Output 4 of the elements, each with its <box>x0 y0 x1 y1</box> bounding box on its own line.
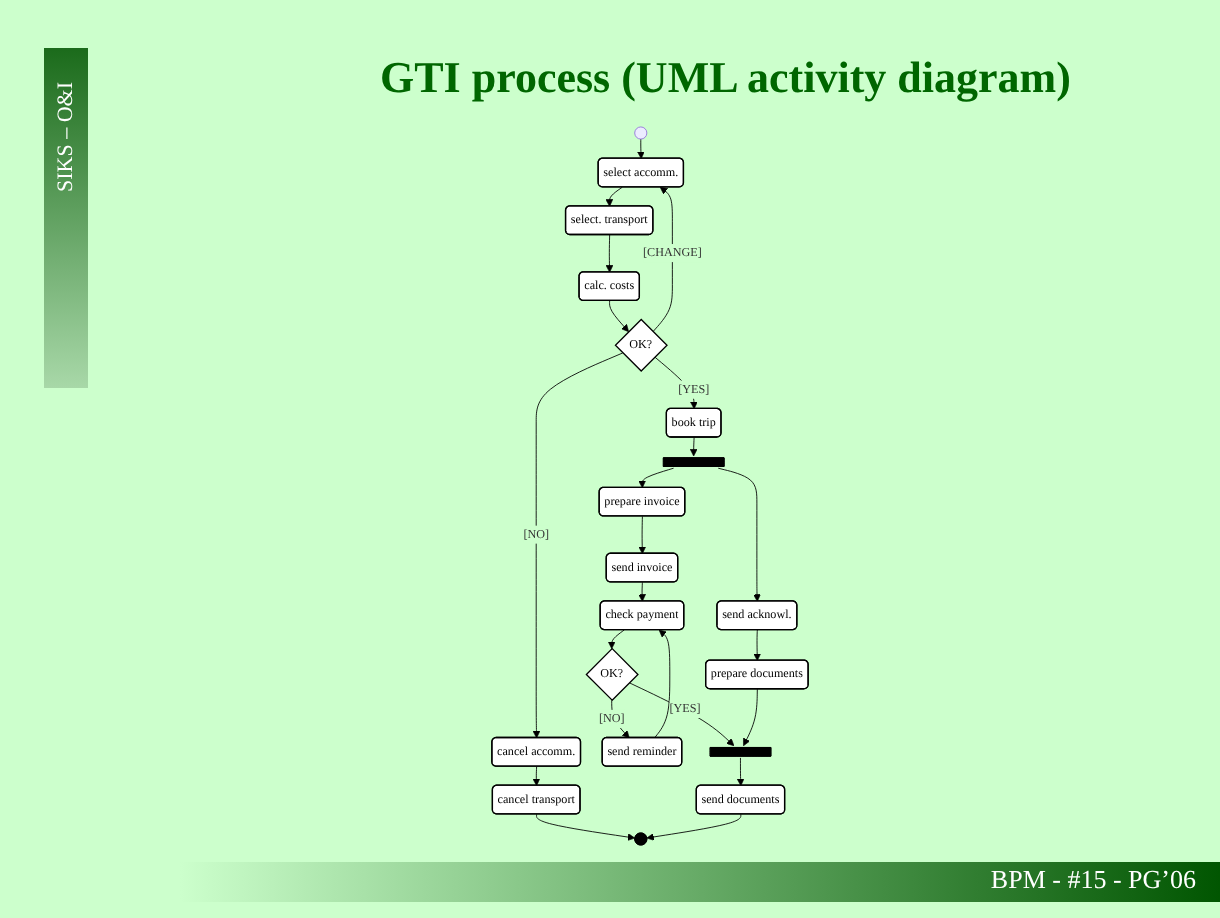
node-circle <box>634 126 648 140</box>
sidebar-label: SIKS – O&I <box>52 79 80 196</box>
title: GTI process (UML activity diagram) <box>380 52 1071 104</box>
footer-label: BPM - #15 - PG’06 <box>990 864 1196 896</box>
